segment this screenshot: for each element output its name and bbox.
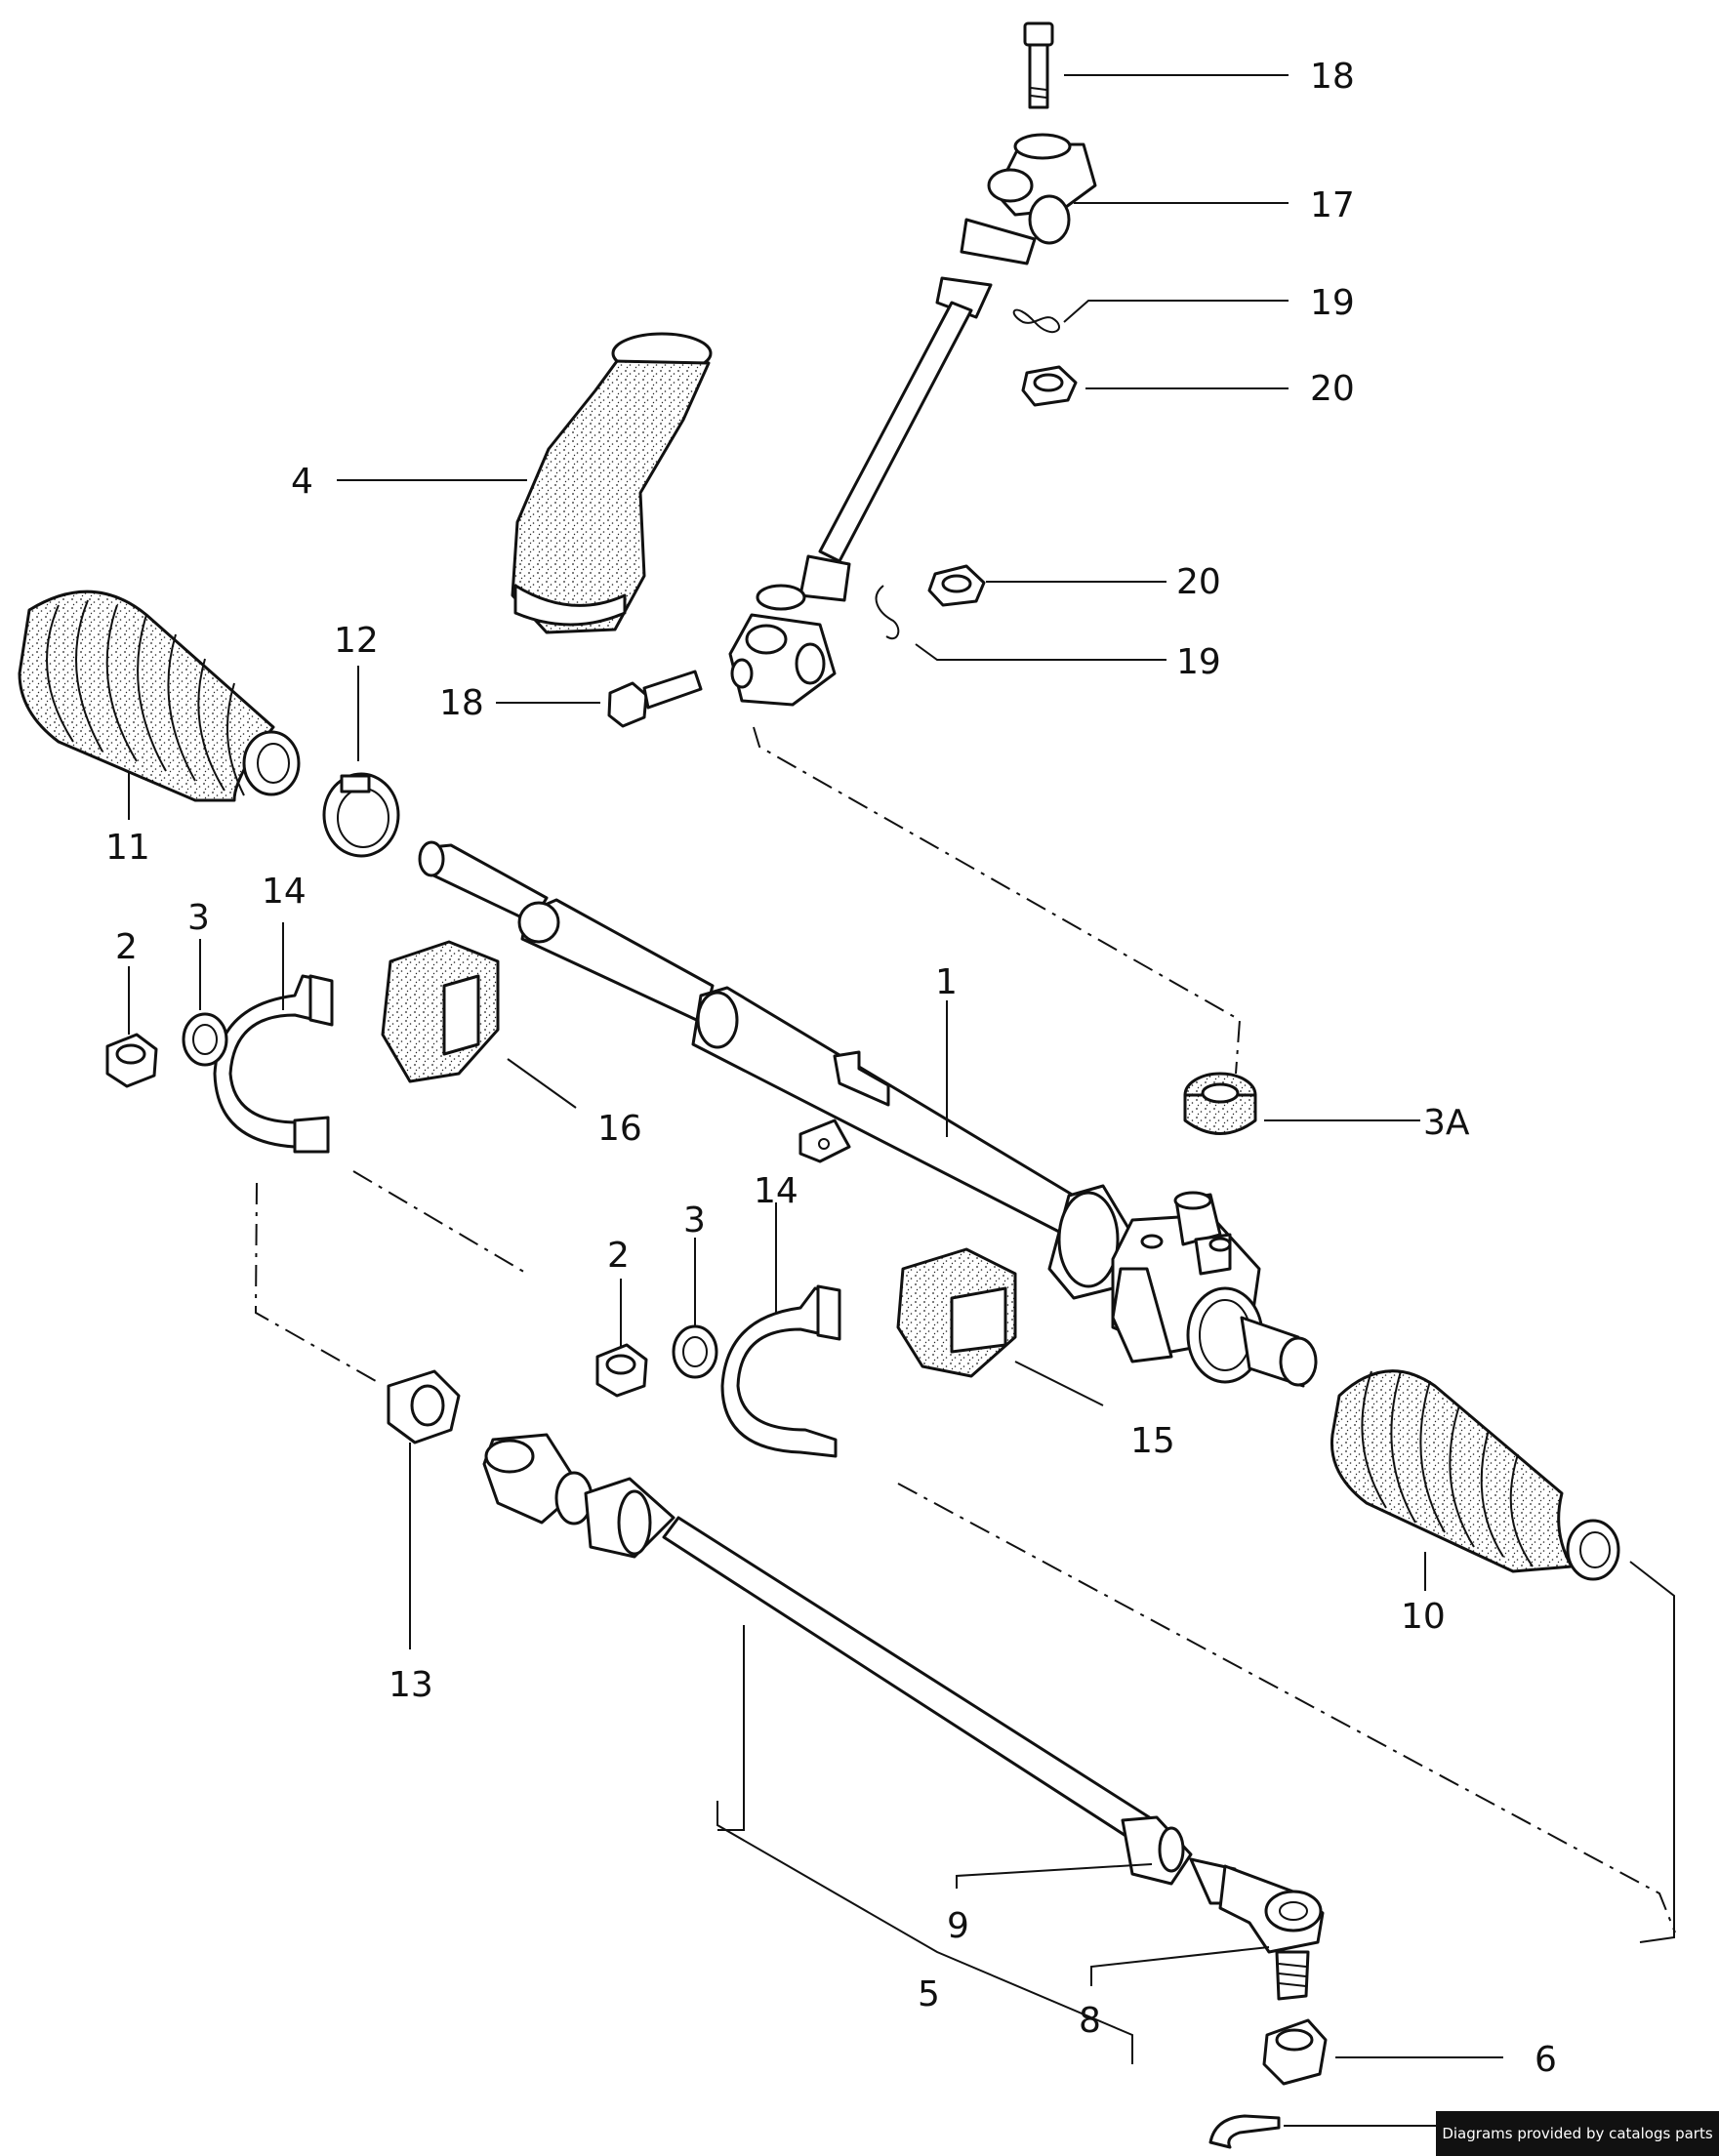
label-16: 16 (597, 1109, 642, 1149)
part-18-bolt-lower (607, 670, 703, 728)
assembly-lines (254, 726, 1676, 1943)
label-20-lower: 20 (1176, 562, 1221, 602)
label-2-right: 2 (607, 1236, 630, 1276)
part-18-bolt-top (1023, 21, 1054, 109)
part-16-rack-mount-rubber (381, 940, 500, 1083)
label-10: 10 (1401, 1597, 1446, 1637)
part-15-rack-mount-rubber (896, 1247, 1017, 1378)
label-3-left: 3 (187, 898, 210, 938)
part-14-mount-bracket-right (720, 1284, 841, 1458)
label-5: 5 (918, 1974, 940, 2014)
part-7-cotter-pin (1208, 2114, 1281, 2149)
label-9: 9 (947, 1906, 969, 1946)
part-3-washer-left (182, 1012, 228, 1067)
part-6-castle-nut (1262, 2018, 1328, 2086)
part-10-bellows-right (1330, 1369, 1620, 1581)
part-19-clip-top (1012, 308, 1060, 334)
label-11: 11 (105, 828, 150, 868)
part-3-washer-right (672, 1324, 718, 1379)
label-18-lower: 18 (439, 683, 484, 723)
callout-labels: 18 17 19 20 4 20 19 18 12 11 14 3 2 1 16… (105, 57, 1557, 2146)
part-20-nut-lower (927, 564, 986, 607)
part-11-bellows-left (18, 590, 301, 802)
label-15: 15 (1130, 1421, 1175, 1461)
part-4-column-boot (511, 332, 713, 634)
label-2-left: 2 (115, 927, 138, 967)
part-8-tie-rod-end (1218, 1864, 1325, 2001)
label-19-lower: 19 (1176, 642, 1221, 682)
part-17-steering-intermediate-shaft (728, 133, 1097, 707)
label-18-top: 18 (1310, 57, 1355, 97)
label-20-top: 20 (1310, 369, 1355, 409)
label-19-top: 19 (1310, 283, 1355, 323)
label-3A: 3A (1423, 1103, 1470, 1143)
label-14-left: 14 (262, 872, 307, 912)
label-6: 6 (1535, 2040, 1557, 2080)
part-5-tie-rod-assembly (482, 1433, 1256, 1905)
label-13: 13 (389, 1665, 433, 1705)
label-4: 4 (291, 462, 313, 502)
diagram-credit-badge: Diagrams provided by catalogs parts (1436, 2111, 1719, 2156)
part-2-nut-right (595, 1343, 648, 1398)
part-13-nut (387, 1369, 461, 1444)
label-8: 8 (1079, 2001, 1101, 2041)
label-3-right: 3 (683, 1200, 706, 1241)
label-1: 1 (935, 962, 958, 1002)
part-12-hose-clamp (322, 772, 400, 858)
part-3A-grommet (1183, 1072, 1257, 1135)
label-12: 12 (334, 621, 379, 661)
part-20-nut-top (1021, 365, 1078, 407)
part-2-nut-left (105, 1033, 158, 1088)
leader-lines (128, 74, 1503, 2127)
label-14-right: 14 (754, 1171, 798, 1211)
part-19-clip-lower (875, 585, 900, 639)
part-1-steering-rack (418, 840, 1318, 1388)
part-14-mount-bracket-left (213, 974, 334, 1154)
label-17: 17 (1310, 185, 1355, 225)
